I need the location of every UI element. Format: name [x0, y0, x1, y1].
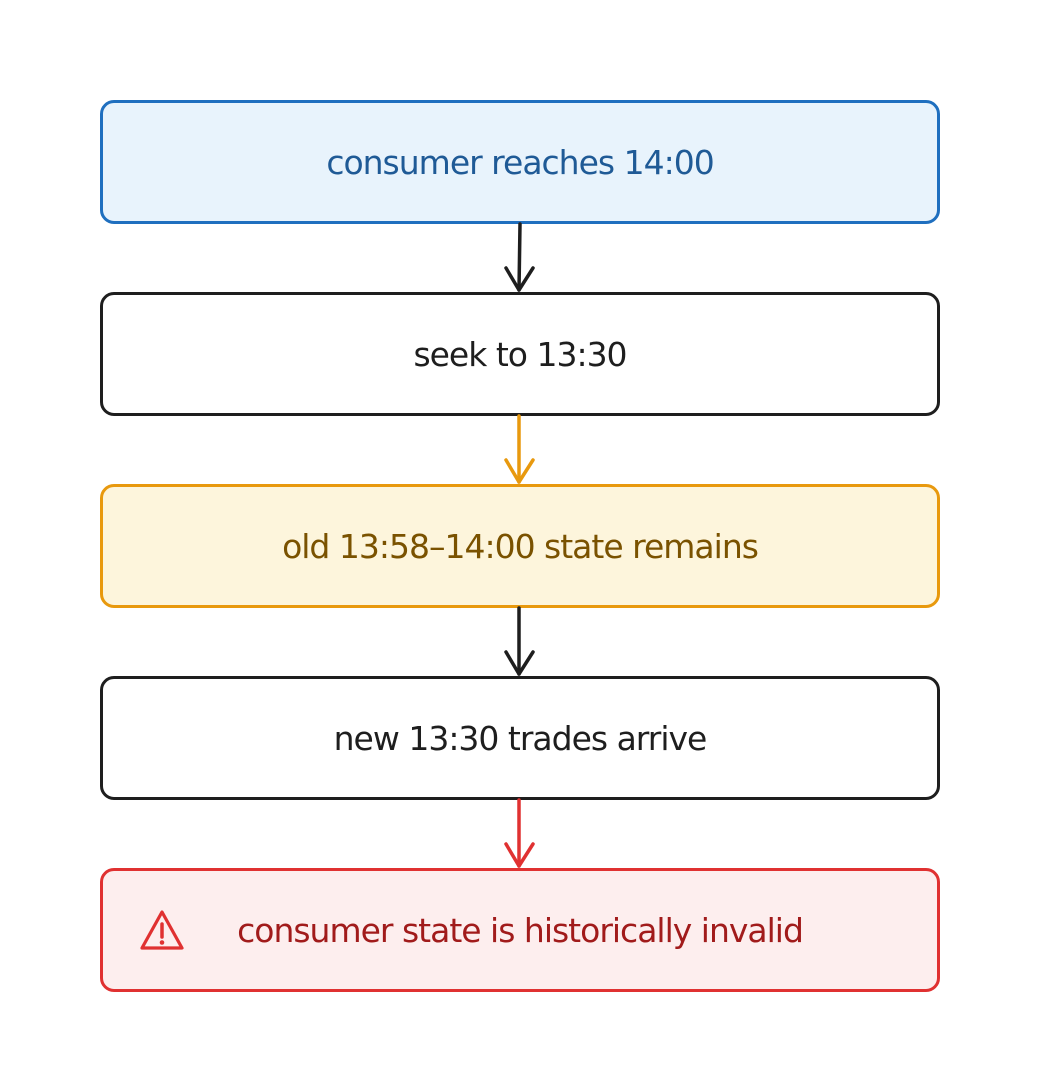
node-consumer-reaches: consumer reaches 14:00	[100, 100, 940, 224]
node-label: consumer state is historically invalid	[237, 910, 804, 950]
node-label: new 13:30 trades arrive	[333, 718, 708, 758]
node-old-state-remains: old 13:58–14:00 state remains	[100, 484, 940, 608]
edge-n3-n4	[504, 606, 535, 676]
node-state-invalid: consumer state is historically invalid	[100, 868, 940, 992]
edge-n2-n3	[504, 414, 535, 484]
warning-icon	[140, 910, 184, 950]
node-label: old 13:58–14:00 state remains	[282, 526, 759, 566]
edge-n1-n2	[504, 222, 535, 292]
edge-n4-n5	[504, 798, 535, 868]
node-new-trades-arrive: new 13:30 trades arrive	[100, 676, 940, 800]
node-label: consumer reaches 14:00	[326, 142, 714, 182]
node-seek: seek to 13:30	[100, 292, 940, 416]
node-label: seek to 13:30	[413, 334, 627, 374]
